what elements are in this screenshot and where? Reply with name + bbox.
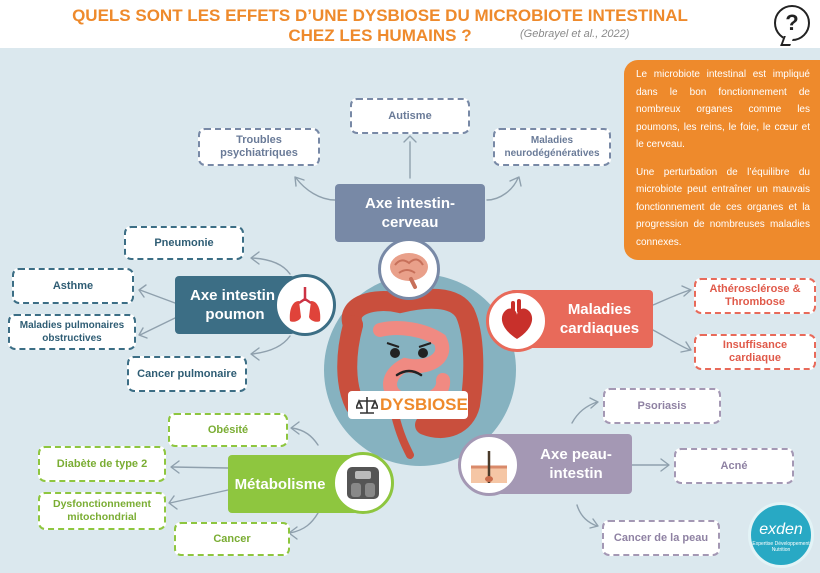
arrow-obesite [291,427,319,446]
dysbiose-label-bg [348,391,468,419]
arrow-pneumonie [251,257,291,275]
metabolism-title: Métabolisme [234,475,326,493]
cancer-label: Cancer [213,532,251,545]
pneumonie-label: Pneumonie [154,236,214,249]
insuffisance-cardiaque-box: Insuffisance cardiaque [694,334,816,370]
arrow-mito [169,489,229,504]
page-title: QUELS SONT LES EFFETS D’UNE DYSBIOSE DU … [60,6,700,46]
info-box: Le microbiote intestinal est impliqué da… [624,60,820,260]
scale-icon [332,452,394,514]
diabete-box: Diabète de type 2 [38,446,166,482]
arrow-troubles [295,177,336,201]
brain-icon [378,238,440,300]
arrow-cancer-pulm [251,335,291,355]
arrow-athero [652,289,691,306]
lungs-icon [274,274,336,336]
mitochondrial-label: Dysfonctionnement mitochondrial [52,498,151,523]
arrow-cancer-peau [576,504,598,527]
lung-axis-title: Axe intestin-poumon [189,287,280,323]
cancer-pulmonaire-label: Cancer pulmonaire [137,367,237,380]
autisme-box: Autisme [350,98,470,134]
asthme-label: Asthme [52,279,94,292]
neurodegeneratives-label: Maladies neurodégénératives [504,135,600,159]
obesite-box: Obésité [168,413,288,447]
info-paragraph-2: Une perturbation de l’équilibre du micro… [636,166,810,248]
atherosclerose-label: Athérosclérose & Thrombose [709,283,801,308]
autisme-label: Autisme [388,109,432,122]
header-bar [0,0,820,48]
heart-icon [486,290,548,352]
bpco-box: Maladies pulmonaires obstructives [8,314,136,350]
bpco-label: Maladies pulmonaires obstructives [19,320,125,344]
exden-logo: exden Expertise Développement Nutrition [748,502,814,568]
arrow-bpco [139,317,176,336]
citation: (Gebrayel et al., 2022) [520,28,630,40]
troubles-psychiatriques-label: Troubles psychiatriques [220,134,298,159]
arrow-insuffisance [652,329,691,351]
brain-axis-title: Axe intestin-cerveau [364,195,455,231]
logo-tagline: Expertise Développement Nutrition [752,541,810,553]
obesite-label: Obésité [207,423,249,436]
title-line-1: QUELS SONT LES EFFETS D’UNE DYSBIOSE DU … [72,6,688,25]
pneumonie-box: Pneumonie [124,226,244,260]
cancer-peau-label: Cancer de la peau [613,531,709,544]
atherosclerose-box: Athérosclérose & Thrombose [694,278,816,314]
skin-axis-title: Axe peau-intestin [540,446,612,482]
brain-axis-hub[interactable]: Axe intestin-cerveau [335,184,485,242]
intestine-illustration [337,288,484,459]
cancer-pulmonaire-box: Cancer pulmonaire [127,356,247,392]
arrow-neuro [486,177,519,201]
skin-icon [458,434,520,496]
help-icon[interactable]: ? [774,5,810,41]
cancer-box: Cancer [174,522,290,556]
psoriasis-box: Psoriasis [603,388,721,424]
dysbiose-title: DYSBIOSE [380,395,468,414]
arrow-cancer [289,512,319,534]
asthme-box: Asthme [12,268,134,304]
cancer-peau-box: Cancer de la peau [602,520,720,556]
logo-name: exden [759,521,803,538]
diabete-label: Diabète de type 2 [56,457,148,470]
title-line-2: CHEZ LES HUMAINS ? [288,26,472,45]
mitochondrial-box: Dysfonctionnement mitochondrial [38,492,166,530]
troubles-psychiatriques-box: Troubles psychiatriques [198,128,320,166]
arrow-asthme [139,289,176,304]
heart-title: Maladies cardiaques [559,301,640,337]
arrow-diabete [171,466,229,469]
neurodegeneratives-box: Maladies neurodégénératives [493,128,611,166]
acne-box: Acné [674,448,794,484]
acne-label: Acné [720,459,748,472]
psoriasis-label: Psoriasis [637,399,687,412]
balance-icon [356,397,378,414]
lung-axis-hub[interactable]: Axe intestin-poumon [175,276,295,334]
arrow-psoriasis [571,401,598,424]
info-paragraph-1: Le microbiote intestinal est impliqué da… [636,69,810,150]
insuffisance-cardiaque-label: Insuffisance cardiaque [722,339,788,364]
